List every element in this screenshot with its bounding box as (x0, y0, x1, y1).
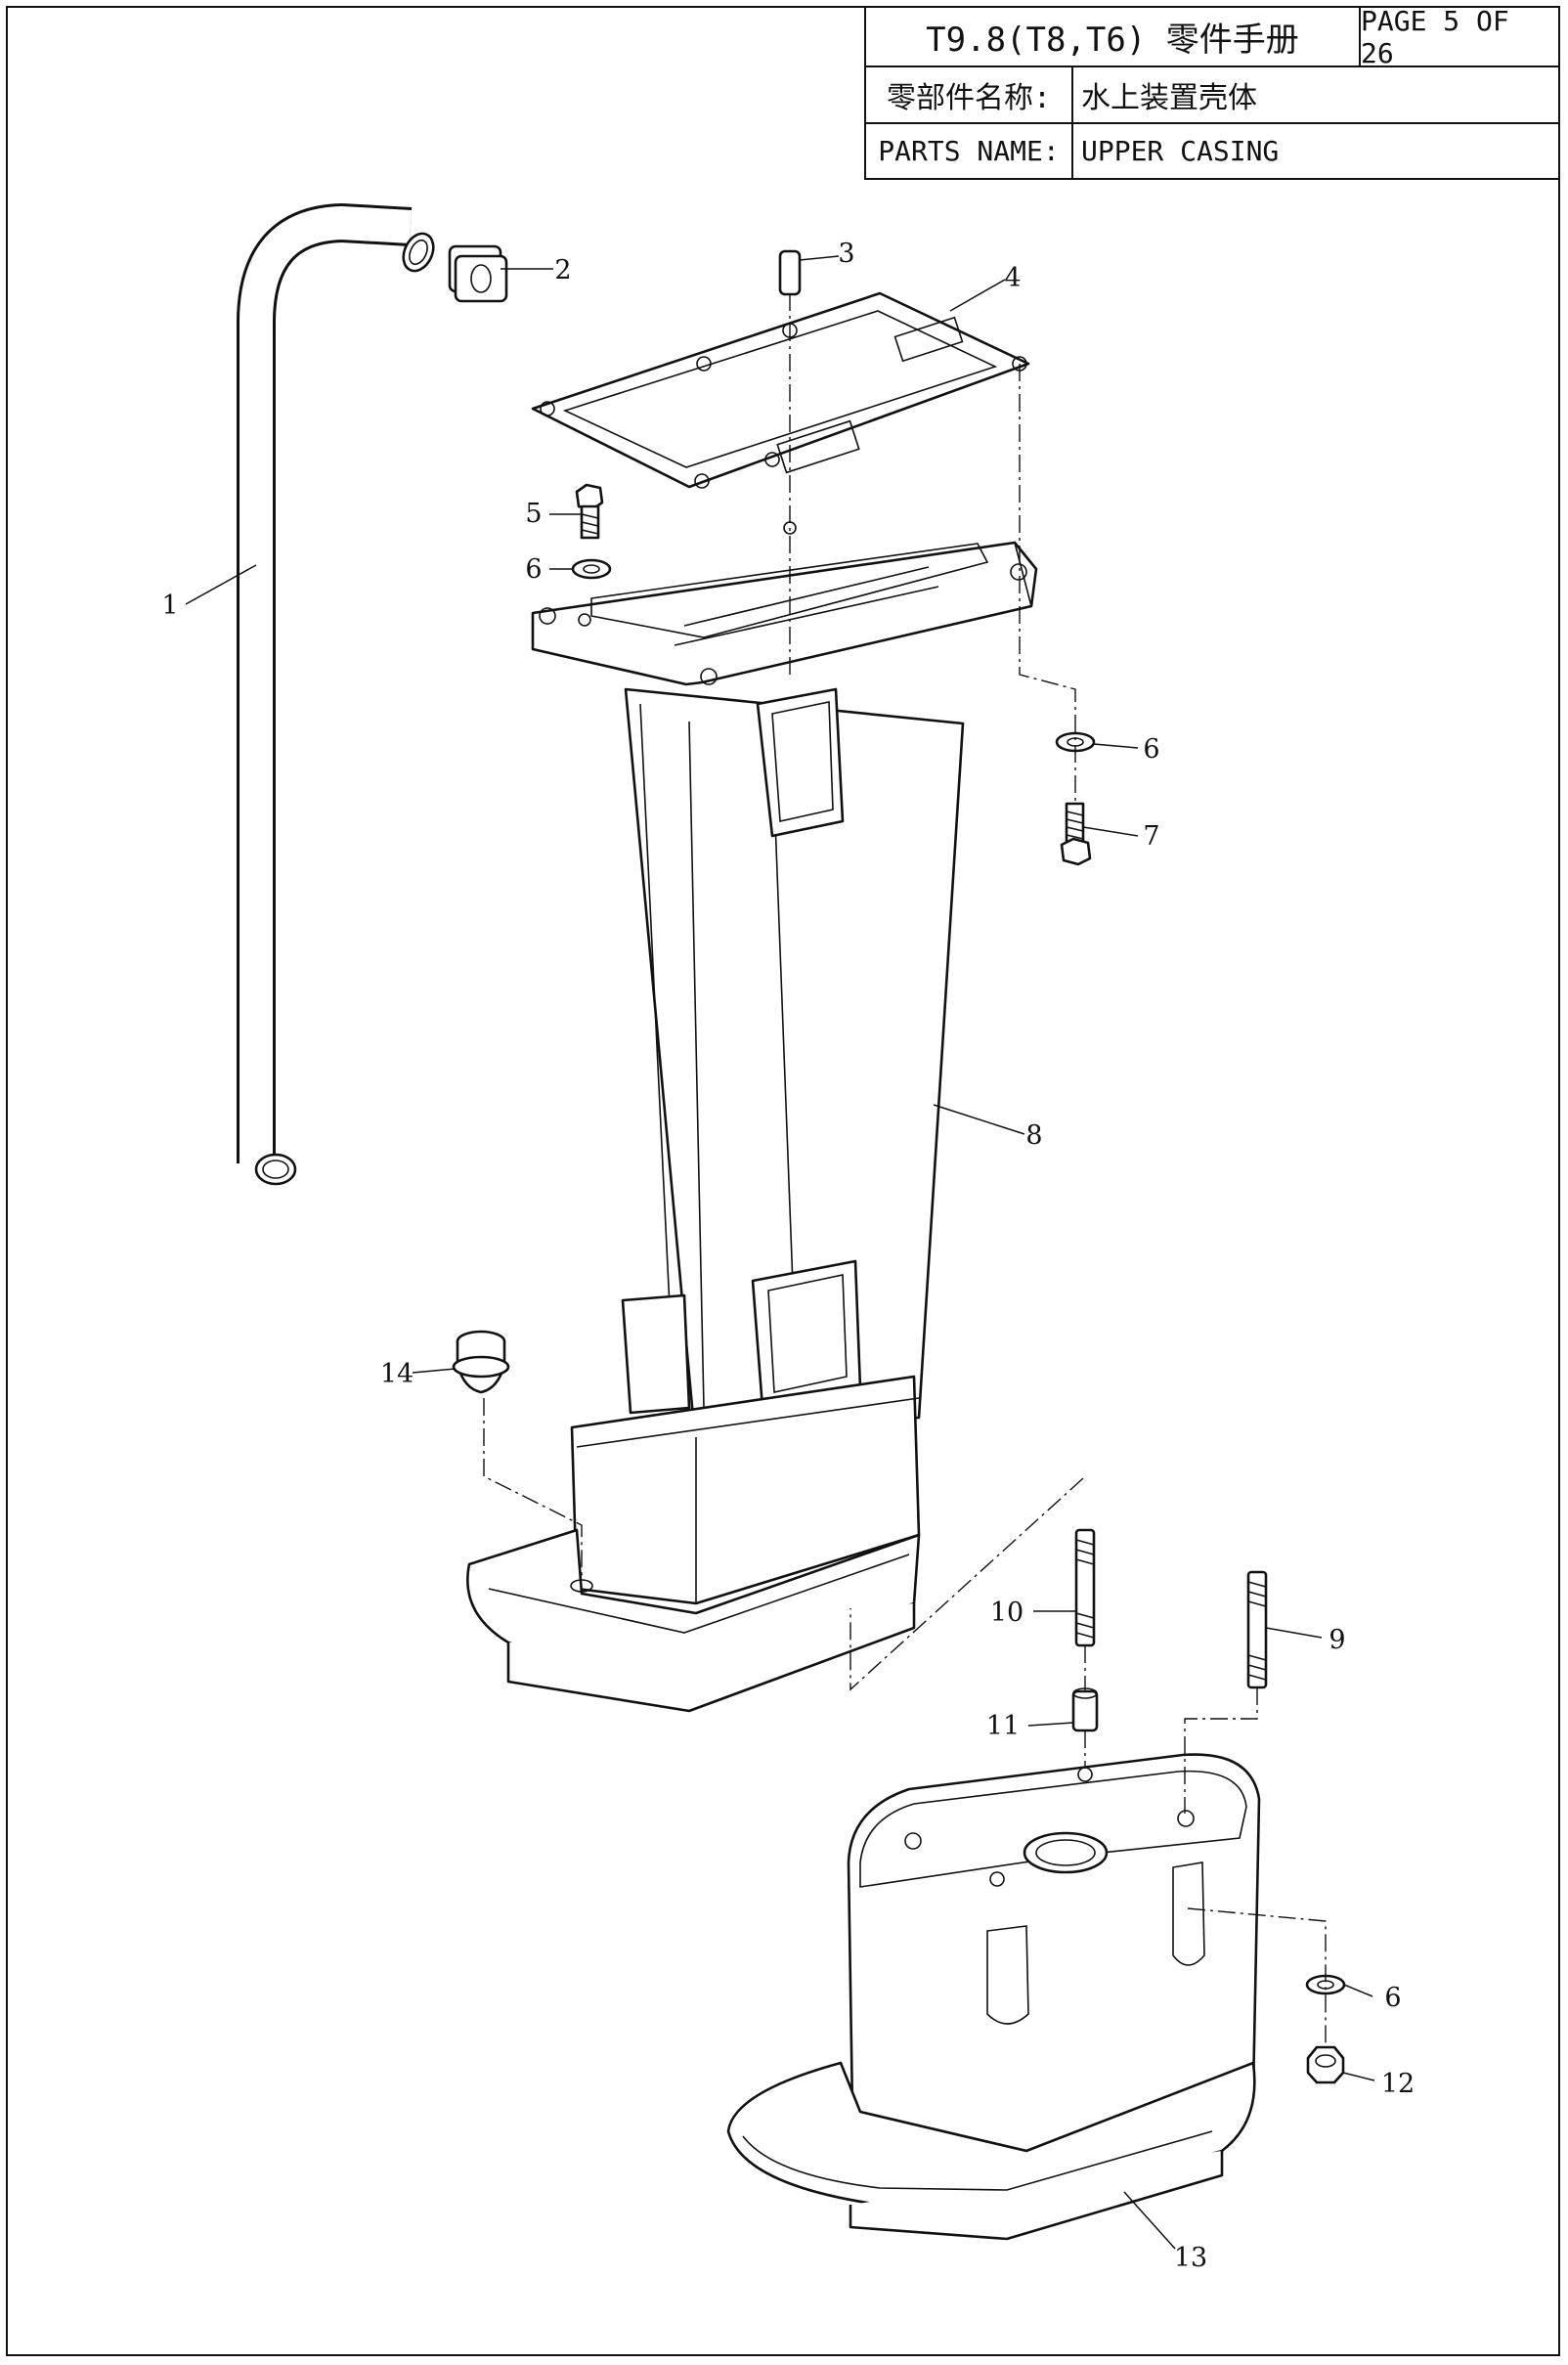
drawing-border (6, 6, 1560, 2356)
part-13-lower-casing (726, 1753, 1261, 2241)
leader-lines (185, 255, 1375, 2250)
callout-9: 9 (1328, 1625, 1345, 1655)
title-block: T9.8(T8,T6) 零件手册 PAGE 5 OF 26 零部件名称: 水上装… (864, 5, 1560, 180)
part-name-en-value: UPPER CASING (1071, 124, 1558, 178)
part-9-stud (1246, 1570, 1268, 1689)
part-name-cn-label: 零部件名称: (886, 81, 1052, 115)
callout-10: 10 (990, 1598, 1024, 1628)
callout-1: 1 (161, 591, 178, 621)
part-2-grommet (448, 244, 508, 303)
part-1-water-pipe (237, 202, 435, 1186)
callout-13: 13 (1174, 2243, 1207, 2273)
part-name-en-label: PARTS NAME: (878, 135, 1060, 167)
callout-2: 2 (554, 255, 571, 285)
callout-12: 12 (1381, 2069, 1415, 2099)
title-row: T9.8(T8,T6) 零件手册 PAGE 5 OF 26 (866, 5, 1558, 69)
part-name-cn-row: 零部件名称: 水上装置壳体 (866, 67, 1558, 124)
page-indicator: PAGE 5 OF 26 (1359, 5, 1558, 69)
callout-6a: 6 (525, 554, 542, 585)
callout-3: 3 (838, 239, 854, 269)
callout-7: 7 (1143, 821, 1159, 852)
part-11-collar (1071, 1687, 1099, 1732)
callout-6c: 6 (1384, 1983, 1401, 2013)
part-12-nut (1306, 2045, 1345, 2084)
callout-8: 8 (1025, 1120, 1042, 1151)
part-name-en-row: PARTS NAME: UPPER CASING (866, 124, 1558, 178)
callout-6b: 6 (1143, 734, 1159, 765)
part-6-washer-a (571, 558, 612, 580)
manual-title: T9.8(T8,T6) 零件手册 (926, 21, 1299, 60)
callout-14: 14 (380, 1359, 414, 1389)
part-3-dowel-pin (778, 249, 802, 296)
callout-11: 11 (986, 1711, 1020, 1741)
part-14-grommet (452, 1330, 510, 1394)
part-8-upper-casing (466, 521, 1038, 1713)
part-10-stud (1074, 1528, 1096, 1647)
callout-5: 5 (525, 499, 542, 529)
part-name-cn-value: 水上装置壳体 (1071, 67, 1558, 122)
callout-4: 4 (1004, 263, 1021, 293)
part-4-gasket (531, 291, 1030, 489)
part-7-bolt (1060, 802, 1092, 866)
callout-labels: 1 2 3 4 5 6 6 7 8 9 10 11 6 12 13 14 (161, 239, 1415, 2273)
part-5-bolt (575, 483, 604, 540)
assembly-centerlines (483, 293, 1327, 2047)
